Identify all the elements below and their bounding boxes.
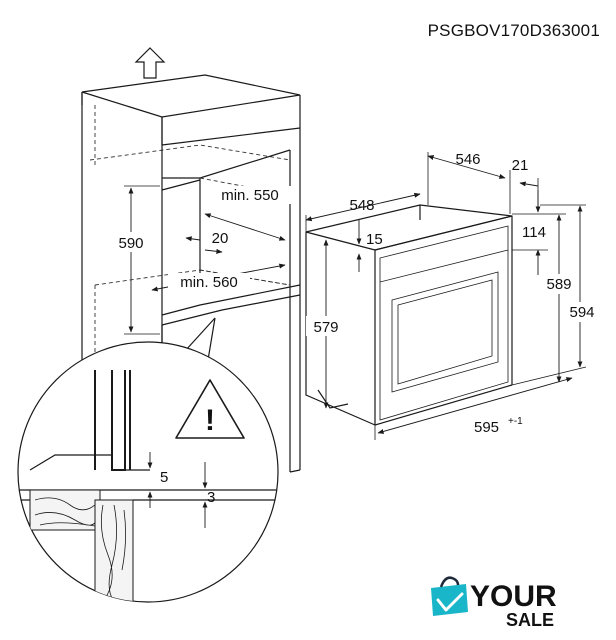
logo-text-main: YOUR: [470, 580, 557, 613]
dimension-15: 15: [356, 220, 383, 272]
shopping-bag-icon: [431, 576, 468, 616]
model-code: PSGBOV170D363001: [428, 21, 600, 40]
your-sale-logo: YOUR SALE: [431, 576, 557, 630]
dimension-594: 594: [511, 204, 600, 386]
dim-579-label: 579: [313, 319, 338, 336]
dim-595-label: 595: [474, 419, 499, 436]
dimension-5: 5: [147, 452, 168, 508]
dimension-595: 595 +-1: [374, 377, 573, 440]
dimension-590: 590: [112, 185, 160, 335]
dimension-min-560: min. 560: [151, 263, 286, 292]
dim-min-550-label: min. 550: [221, 187, 279, 204]
dimension-589: 589: [512, 213, 578, 383]
dim-15-label: 15: [366, 231, 383, 248]
oven-drawing: [305, 204, 513, 426]
dim-589-label: 589: [546, 276, 571, 293]
dimension-548: 548: [305, 192, 421, 232]
dim-20-label: 20: [212, 230, 229, 247]
dim-548-label: 548: [349, 197, 374, 214]
dim-546-label: 546: [455, 151, 480, 168]
svg-text:!: !: [205, 404, 215, 437]
dimension-21: 21: [512, 157, 539, 212]
dim-595-tolerance: +-1: [508, 416, 523, 427]
dim-594-label: 594: [569, 304, 594, 321]
dim-590-label: 590: [118, 235, 143, 252]
warning-icon: !: [175, 379, 245, 439]
dimension-min-550: min. 550: [204, 186, 292, 241]
dim-114-label: 114: [522, 224, 546, 241]
dimension-20: 20: [185, 230, 229, 254]
dimension-114: 114: [512, 190, 548, 275]
dim-3-label: 3: [207, 489, 215, 506]
dim-min-560-label: min. 560: [180, 274, 238, 291]
dim-21-label: 21: [512, 157, 529, 174]
detail-circle: ! 5 3: [17, 341, 279, 603]
logo-text-sub: SALE: [506, 610, 554, 630]
dim-5-label: 5: [160, 469, 168, 486]
dimension-579: 579: [306, 239, 346, 409]
dimension-546: 546: [427, 151, 511, 214]
lift-up-arrow-icon: [134, 47, 166, 79]
dimension-3: 3: [202, 462, 215, 528]
